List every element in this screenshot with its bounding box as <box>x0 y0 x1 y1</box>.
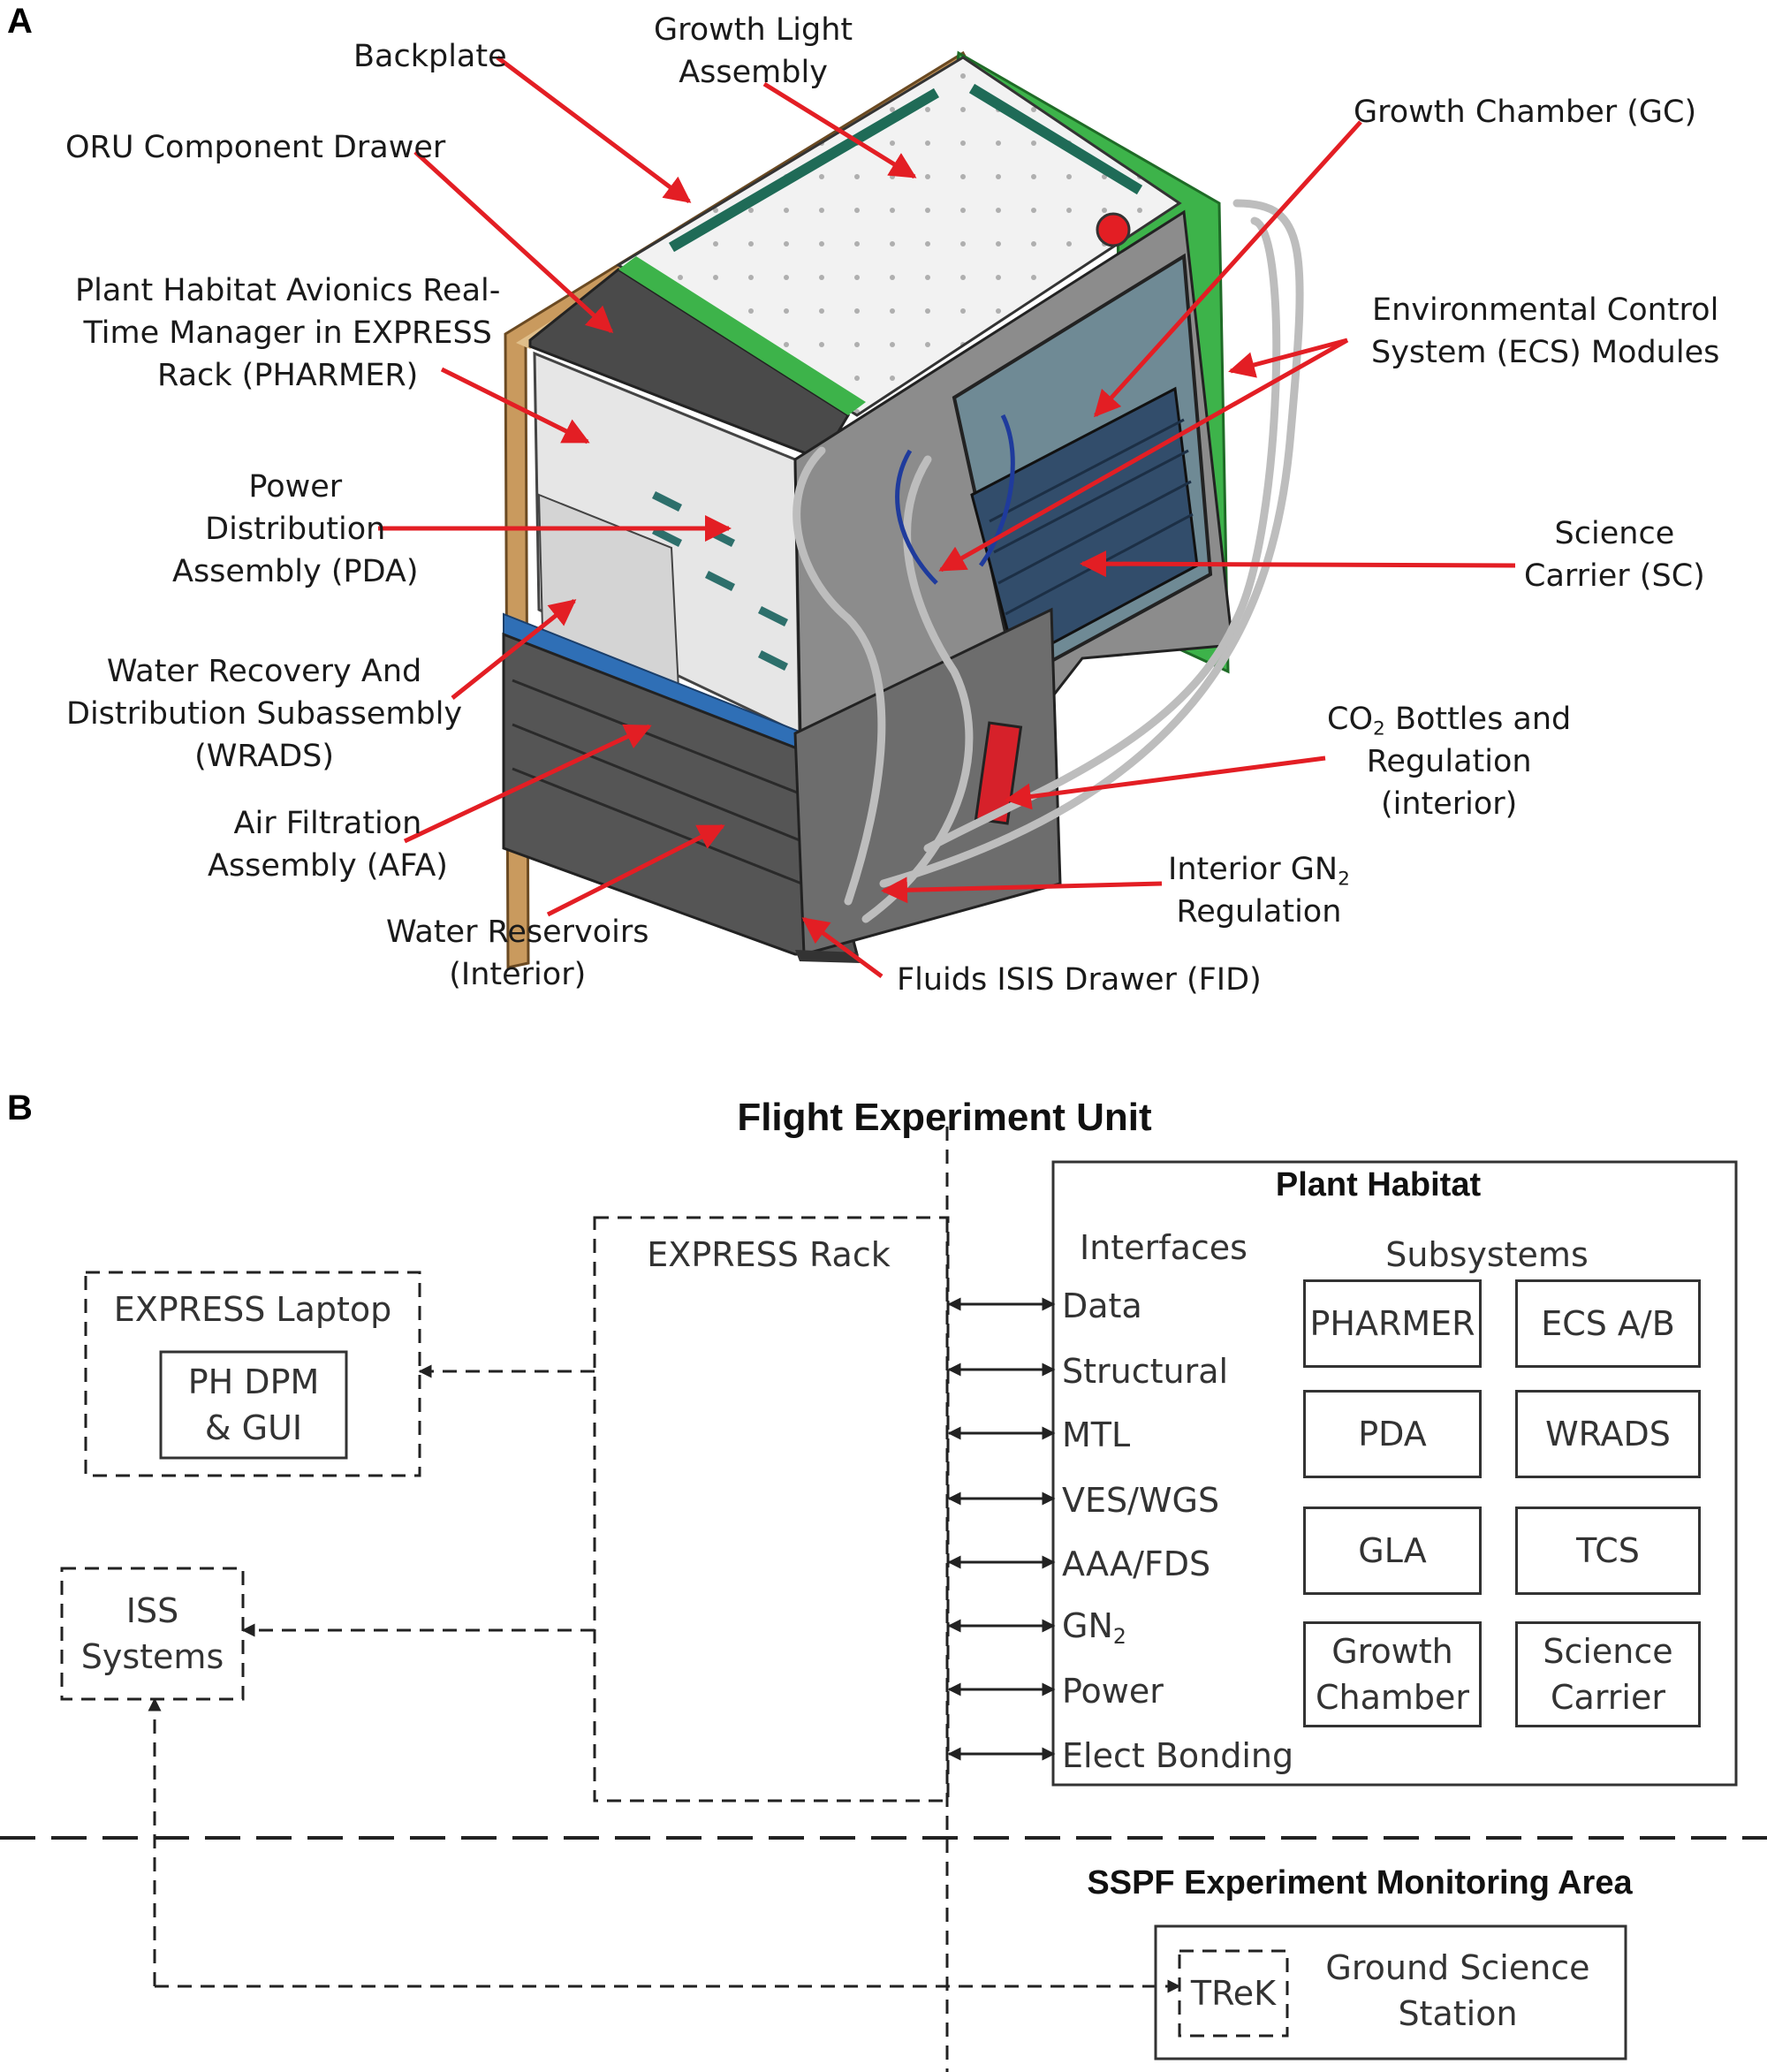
interface-aaa-fds: AAA/FDS <box>1062 1545 1211 1583</box>
green-strip <box>618 256 866 415</box>
subsystem-tcs: TCS <box>1515 1507 1701 1595</box>
express-laptop-box <box>84 1271 421 1477</box>
subsystem-pda: PDA <box>1303 1390 1482 1478</box>
label-growth-chamber: Growth Chamber (GC) <box>1354 95 1697 130</box>
interface-mtl: MTL <box>1062 1415 1131 1454</box>
interface-gn2: GN2 <box>1062 1606 1126 1650</box>
interface-data: Data <box>1062 1286 1142 1325</box>
ground-science-box <box>1154 1924 1627 2061</box>
label-backplate: Backplate <box>353 39 507 74</box>
arrow-ecs-2 <box>938 338 1349 573</box>
arrow-fid <box>801 916 884 979</box>
arrow-ecs-1 <box>1228 338 1348 378</box>
plant-habitat-box <box>1051 1160 1738 1787</box>
ph-dpm-box <box>159 1350 348 1460</box>
subsystem-ecs-ab: ECS A/B <box>1515 1279 1701 1368</box>
trek-box <box>1178 1949 1289 2038</box>
label-growth-light-assembly: Growth Light Assembly <box>654 12 853 90</box>
growth-light-top <box>616 56 1182 417</box>
arrow-pharmer <box>440 367 590 444</box>
express-laptop-label: EXPRESS Laptop <box>113 1290 392 1329</box>
panel-a-letter: A <box>7 2 33 41</box>
express-rack-label: EXPRESS Rack <box>647 1235 891 1274</box>
subsystem-pharmer: PHARMER <box>1303 1279 1482 1368</box>
flight-experiment-unit-title: Flight Experiment Unit <box>737 1096 1152 1139</box>
arrow-co2 <box>1005 755 1326 810</box>
arrow-gn2 <box>881 877 1163 904</box>
hardware-illustration <box>378 50 1516 979</box>
arrow-wrads <box>451 599 577 700</box>
label-water-reservoirs: Water Reservoirs (Interior) <box>386 915 649 992</box>
arrow-growth-chamber <box>1093 120 1362 418</box>
panel-b-letter: B <box>7 1089 33 1127</box>
sspf-monitoring-title: SSPF Experiment Monitoring Area <box>1087 1864 1633 1901</box>
bottom-edge <box>795 950 861 963</box>
hoses <box>792 199 1304 923</box>
label-wrads: Water Recovery And Distribution Subassem… <box>66 654 463 774</box>
ph-dpm-label: PH DPM& GUI <box>187 1362 320 1447</box>
arrow-backplate <box>496 56 692 203</box>
interface-arrows <box>947 1297 1056 1761</box>
interface-structural: Structural <box>1062 1352 1229 1391</box>
plant-habitat-title: Plant Habitat <box>1275 1166 1482 1203</box>
subsystems-heading: Subsystems <box>1385 1235 1589 1274</box>
subsystem-wrads: WRADS <box>1515 1390 1701 1478</box>
callout-arrows <box>378 56 1516 979</box>
label-fid: Fluids ISIS Drawer (FID) <box>897 962 1262 998</box>
arrow-oru-drawer <box>413 150 614 334</box>
label-interior-gn2: Interior GN2 Regulation <box>1168 852 1350 930</box>
subsystem-gla: GLA <box>1303 1507 1482 1595</box>
label-oru-drawer: ORU Component Drawer <box>65 130 446 165</box>
label-pharmer: Plant Habitat Avionics Real- Time Manage… <box>75 273 501 393</box>
arrow-growth-light <box>762 81 917 179</box>
blue-hoses <box>895 414 1015 585</box>
interface-power: Power <box>1062 1672 1164 1711</box>
arrow-afa <box>403 724 652 844</box>
label-ecs-modules: Environmental Control System (ECS) Modul… <box>1371 292 1720 370</box>
label-pda: Power Distribution Assembly (PDA) <box>172 469 419 589</box>
label-co2-bottles: CO2 Bottles and Regulation (interior) <box>1327 702 1572 822</box>
express-rack-box <box>593 1216 950 1803</box>
label-afa: Air Filtration Assembly (AFA) <box>208 806 448 884</box>
trek-label: TReK <box>1190 1974 1277 2013</box>
arrow-water-reservoirs <box>546 823 725 917</box>
interface-elect-bonding: Elect Bonding <box>1062 1736 1294 1775</box>
interfaces-heading: Interfaces <box>1080 1228 1248 1267</box>
interface-ves-wgs: VES/WGS <box>1062 1481 1220 1520</box>
arrow-science-carrier <box>1080 550 1516 578</box>
label-science-carrier: Science Carrier (SC) <box>1524 516 1705 594</box>
